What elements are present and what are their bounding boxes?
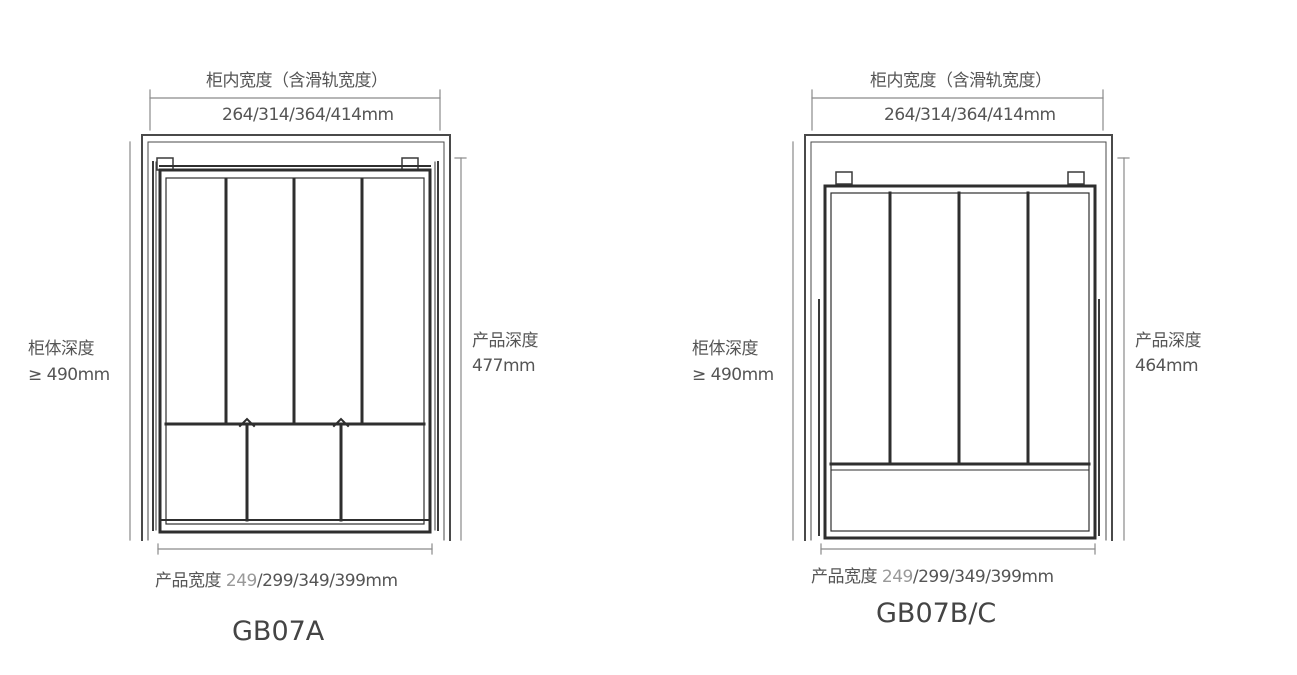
gb07bc-basket <box>823 184 1097 540</box>
gb07bc-product-width-value-rest: /299/349/399mm <box>912 567 1054 587</box>
gb07a-cabinet-depth-label: 柜体深度 <box>28 339 95 359</box>
gb07a-bottom-dimension <box>157 543 433 555</box>
gb07a-product-depth-value: 477mm <box>472 356 536 376</box>
gb07a-product-width-value-rest: /299/349/399mm <box>256 571 398 591</box>
gb07a-top-dimension <box>149 89 441 131</box>
gb07a-product-depth-label: 产品深度 <box>472 331 539 351</box>
gb07a-product-width-value-first: 249 <box>225 571 257 591</box>
gb07a-drawing <box>129 89 467 555</box>
gb07bc-product-width: 产品宽度 249/299/349/399mm <box>811 562 1054 587</box>
gb07bc-slide-rails <box>818 171 1100 536</box>
gb07a-product-depth-dimension <box>454 157 467 541</box>
gb07bc-product-depth-value: 464mm <box>1135 356 1199 376</box>
gb07bc-bottom-dimension <box>820 543 1096 555</box>
gb07bc-cabinet-inner-width-value: 264/314/364/414mm <box>884 105 1056 125</box>
gb07bc-product-width-value-first: 249 <box>881 567 913 587</box>
gb07a-basket <box>158 165 432 534</box>
gb07bc-product-width-label: 产品宽度 <box>811 567 878 587</box>
gb07bc-cabinet <box>804 134 1113 541</box>
gb07a-product-width: 产品宽度 249/299/349/399mm <box>155 566 398 591</box>
gb07bc-cabinet-depth-label: 柜体深度 <box>692 339 759 359</box>
gb07bc-product-depth-dimension <box>1117 157 1130 541</box>
gb07a-cabinet <box>141 134 451 541</box>
gb07bc-cabinet-inner-width-label: 柜内宽度（含滑轨宽度） <box>870 71 1052 91</box>
gb07a-model-name: GB07A <box>232 616 325 647</box>
gb07a-product-width-label: 产品宽度 <box>155 571 222 591</box>
gb07bc-top-dimension <box>811 89 1104 131</box>
gb07bc-drawing <box>792 89 1130 555</box>
gb07a-cabinet-depth-value: ≥ 490mm <box>28 365 110 385</box>
gb07a-slide-rails <box>152 157 439 531</box>
gb07bc-model-name: GB07B/C <box>876 598 997 629</box>
gb07bc-cabinet-depth-value: ≥ 490mm <box>692 365 774 385</box>
gb07a-cabinet-inner-width-label: 柜内宽度（含滑轨宽度） <box>206 71 388 91</box>
gb07a-cabinet-inner-width-value: 264/314/364/414mm <box>222 105 394 125</box>
gb07bc-product-depth-label: 产品深度 <box>1135 331 1202 351</box>
